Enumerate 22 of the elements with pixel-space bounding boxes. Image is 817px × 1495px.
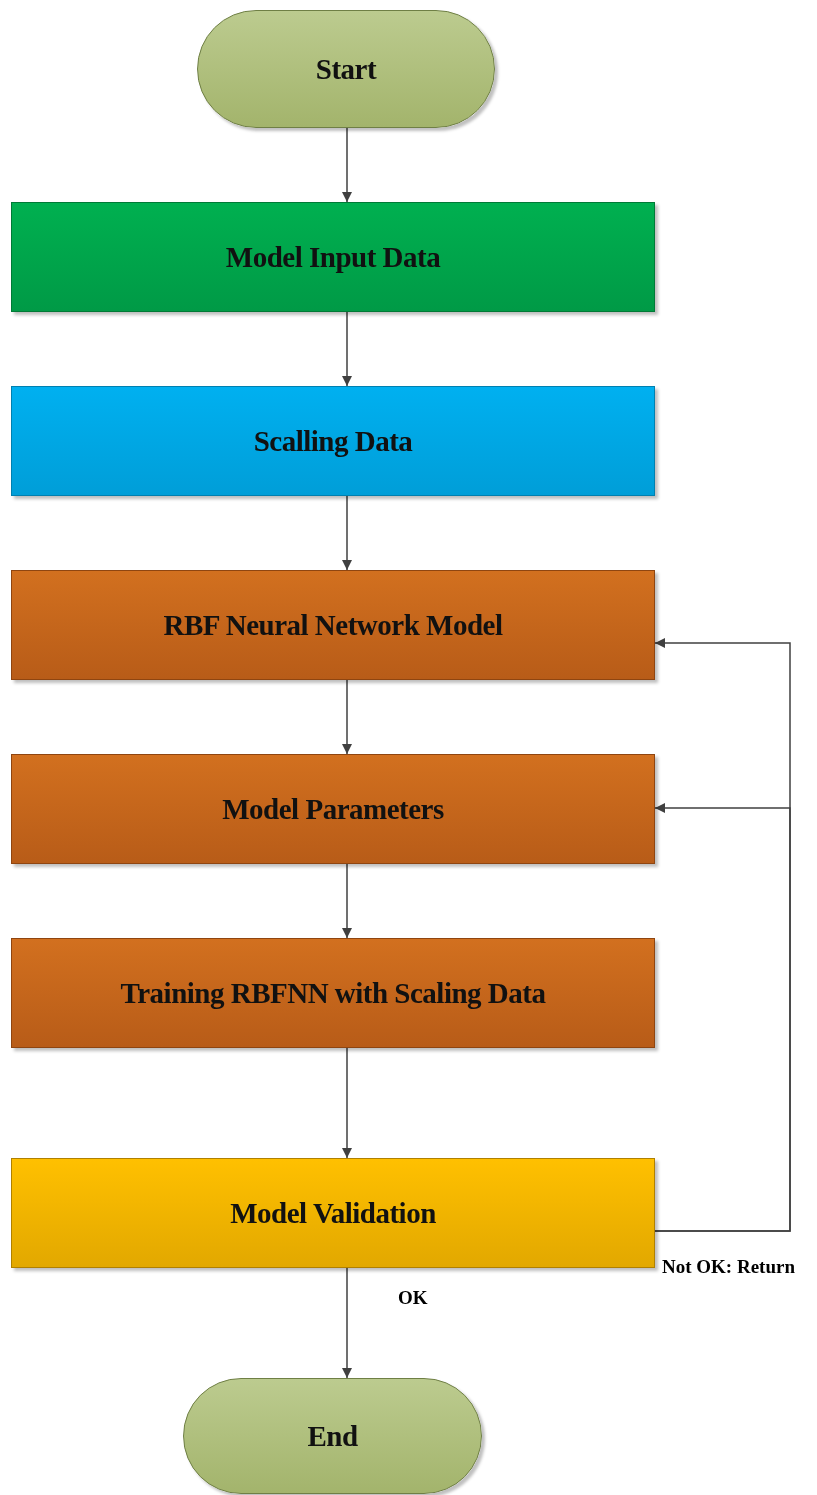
node-label: Model Parameters [222,792,444,826]
arrow [342,679,352,755]
process-box [11,1158,655,1268]
arrow [342,127,352,203]
process-box [11,938,655,1048]
process-box [11,386,655,496]
node-label: End [307,1419,358,1453]
process-box [11,754,655,864]
arrow [342,311,352,387]
node-label: Start [315,52,377,86]
arrow [654,803,791,1232]
node-label: Scalling Data [253,424,413,458]
node-label: Model Validation [230,1196,436,1230]
node-label: Training RBFNN with Scaling Data [120,976,546,1010]
arrow [342,863,352,939]
arrow [342,495,352,571]
process-box [11,202,655,312]
node-label: RBF Neural Network Model [163,608,503,642]
arrow [342,1047,352,1159]
process-box [11,570,655,680]
node-label: Model Input Data [225,240,441,274]
arrow [342,1267,352,1379]
